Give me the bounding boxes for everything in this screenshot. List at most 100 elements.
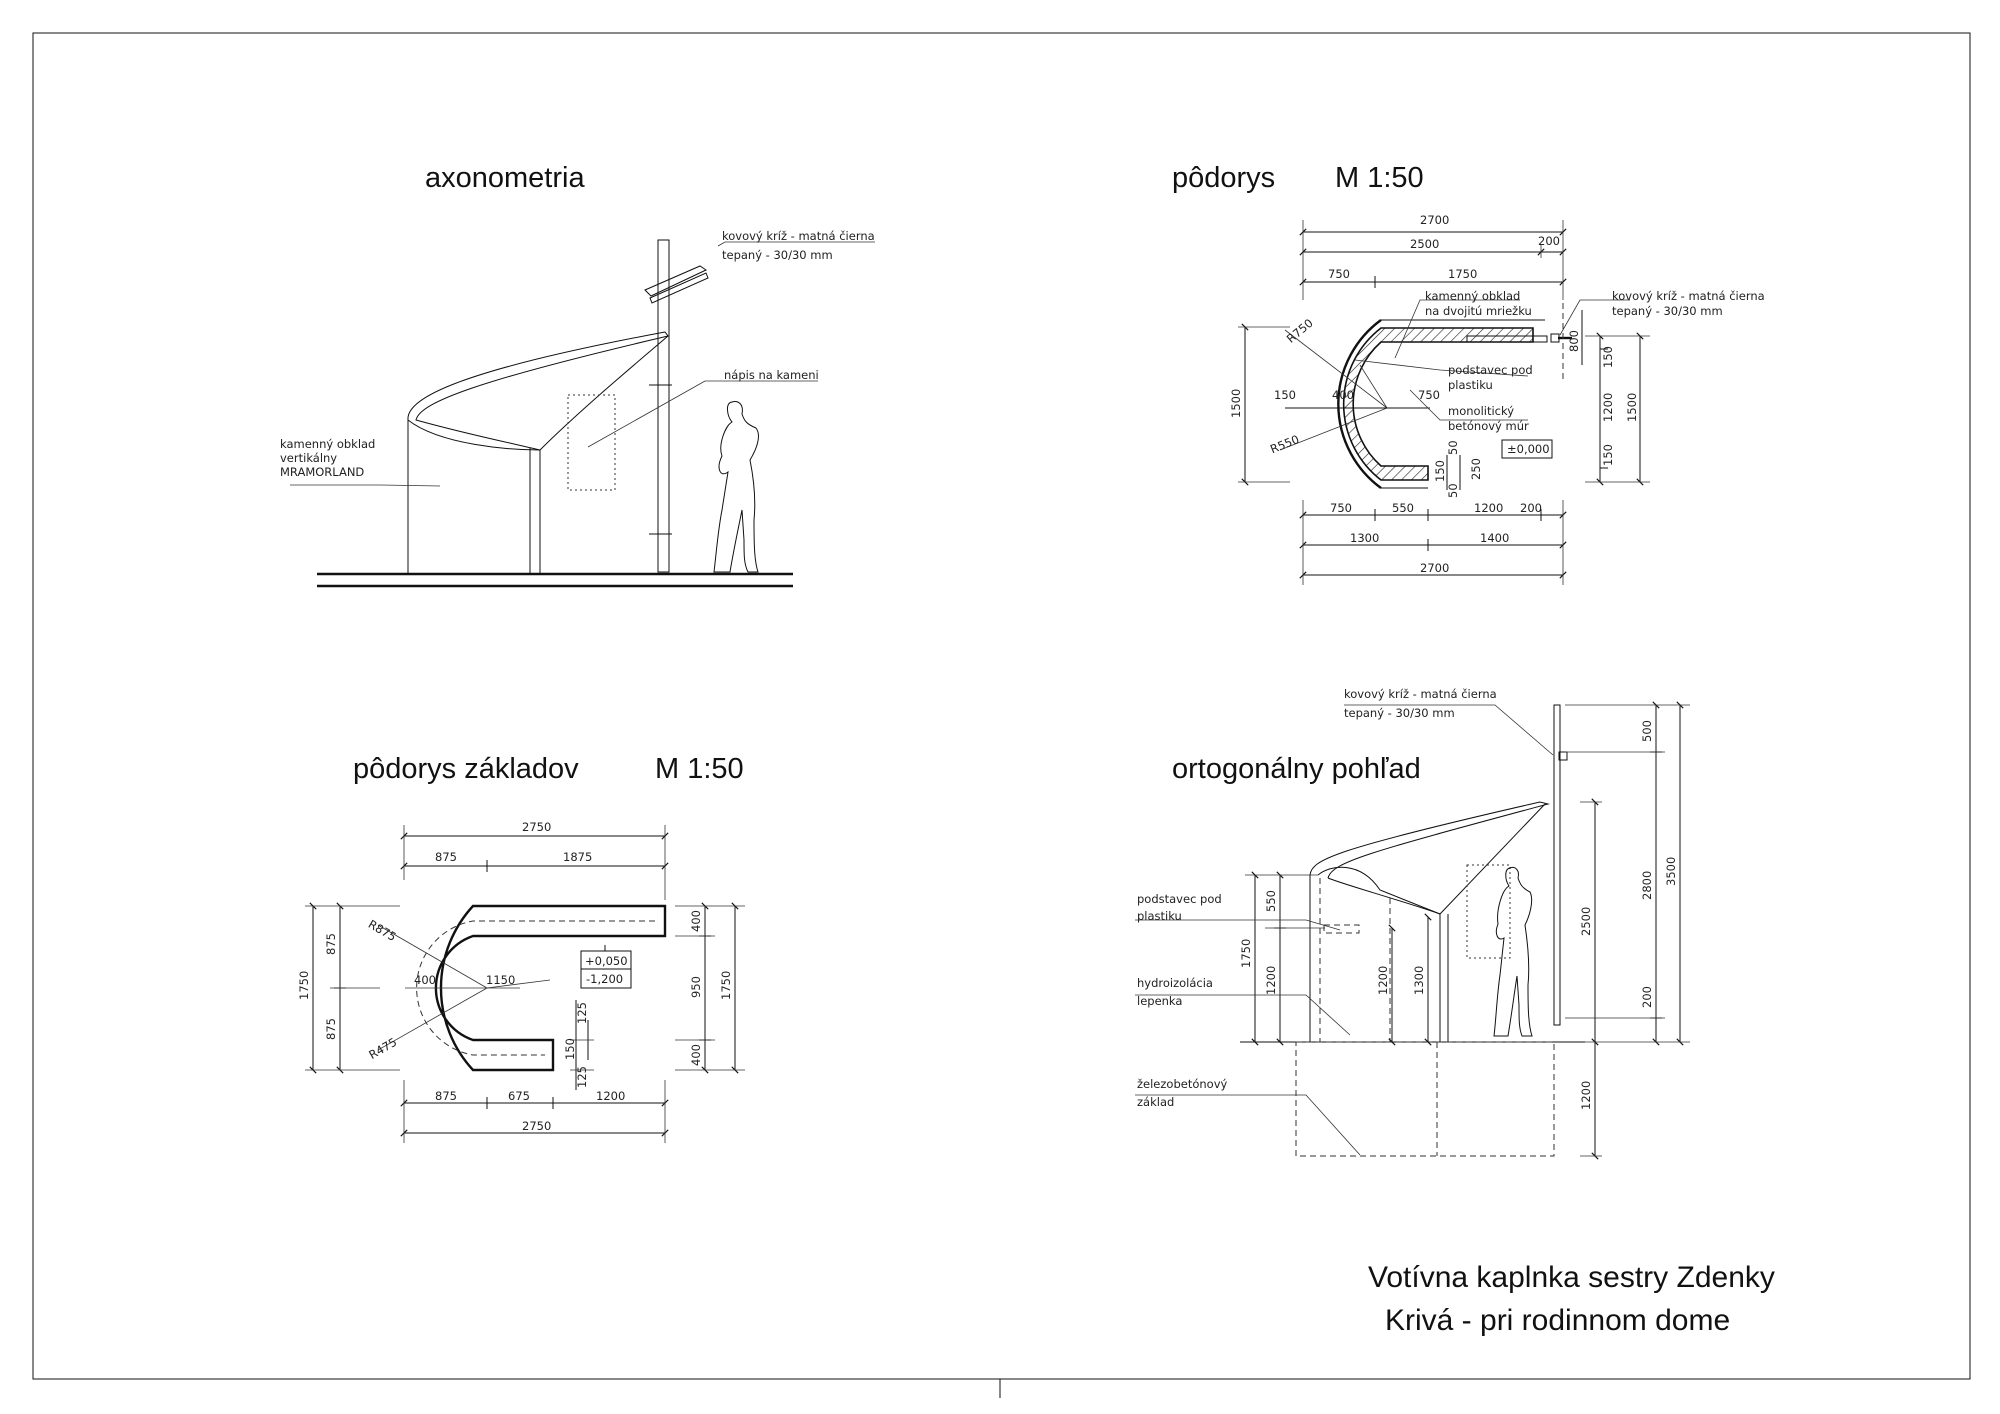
foundation-level-top: +0,050 bbox=[585, 954, 628, 968]
foundation-dim-s125a: 125 bbox=[575, 1002, 589, 1024]
ortho-note-pedestal-2: plastiku bbox=[1137, 909, 1182, 923]
foundation-dim-1150: 1150 bbox=[486, 973, 515, 987]
ortho-dim-r2500: 2500 bbox=[1579, 907, 1593, 936]
plan-dim-bot-200: 200 bbox=[1520, 501, 1542, 515]
ortho-dim-f500: 500 bbox=[1640, 720, 1654, 742]
ortho-dim-f2800: 2800 bbox=[1640, 871, 1654, 900]
ortho-dim-f3500: 3500 bbox=[1664, 857, 1678, 886]
plan-note-wall-2: betónový múr bbox=[1448, 419, 1529, 433]
heading-ortogonalny-pohlad: ortogonálny pohľad bbox=[1172, 753, 1421, 785]
axo-note-cladding-1: kamenný obklad bbox=[280, 437, 375, 451]
axo-cross-post bbox=[657, 239, 670, 573]
axo-note-cross-1: kovový kríž - matná čierna bbox=[722, 229, 875, 243]
plan-note-stone-2: na dvojitú mriežku bbox=[1425, 304, 1532, 318]
foundation-dim-bot-875: 875 bbox=[435, 1089, 457, 1103]
plan-dim-400: 400 bbox=[1332, 388, 1354, 402]
axo-note-cladding-2: vertikálny bbox=[280, 451, 337, 465]
foundation-dim-left-1750: 1750 bbox=[297, 971, 311, 1000]
foundation-dim-top-875: 875 bbox=[435, 850, 457, 864]
plan-dim-s250: 250 bbox=[1469, 458, 1483, 480]
plan-note-pedestal-2: plastiku bbox=[1448, 378, 1493, 392]
foundation-dim-bot-total: 2750 bbox=[522, 1119, 551, 1133]
title-line-1: Votívna kaplnka sestry Zdenky bbox=[1368, 1261, 1775, 1294]
foundation-dim-right-400b: 400 bbox=[689, 1044, 703, 1066]
ortho-note-found-1: železobetónový bbox=[1137, 1077, 1228, 1091]
plan-dim-right-150a: 150 bbox=[1601, 346, 1615, 368]
axonometry-drawing bbox=[290, 239, 875, 588]
plan-note-cross-1: kovový kríž - matná čierna bbox=[1612, 289, 1765, 303]
sheet-frame bbox=[32, 32, 1971, 1380]
plan-dim-s150: 150 bbox=[1433, 460, 1447, 482]
ortho-note-pedestal-1: podstavec pod bbox=[1137, 892, 1222, 906]
heading-podorys-zakladov-scale: M 1:50 bbox=[655, 753, 744, 785]
plan-dim-bot-550: 550 bbox=[1392, 501, 1414, 515]
title-line-2: Krivá - pri rodinnom dome bbox=[1385, 1304, 1730, 1337]
ortho-note-hydro-2: lepenka bbox=[1137, 994, 1182, 1008]
ortho-dim-m1200: 1200 bbox=[1376, 966, 1390, 995]
foundation-dim-top-total: 2750 bbox=[522, 820, 551, 834]
ortho-dim-r1200: 1200 bbox=[1579, 1081, 1593, 1110]
plan-note-wall-1: monolitický bbox=[1448, 404, 1514, 418]
plan-dim-bot-750: 750 bbox=[1330, 501, 1352, 515]
heading-podorys: pôdorys bbox=[1172, 162, 1275, 194]
axo-human-figure bbox=[713, 401, 759, 573]
plan-dim-r550: R550 bbox=[1268, 432, 1301, 456]
ortho-dim-m1300: 1300 bbox=[1412, 966, 1426, 995]
plan-dim-s50a: 50 bbox=[1446, 440, 1460, 455]
foundation-dim-bot-1200: 1200 bbox=[596, 1089, 625, 1103]
plan-note-stone-1: kamenný obklad bbox=[1425, 289, 1520, 303]
plan-drawing bbox=[1238, 220, 1650, 585]
foundation-dim-left-875a: 875 bbox=[324, 933, 338, 955]
plan-dim-left-1500: 1500 bbox=[1229, 389, 1243, 418]
plan-dim-right-1500: 1500 bbox=[1625, 393, 1639, 422]
plan-dim-bot-1200: 1200 bbox=[1474, 501, 1503, 515]
foundation-dim-right-950: 950 bbox=[689, 976, 703, 998]
plan-dim-150: 150 bbox=[1274, 388, 1296, 402]
foundation-level-bottom: -1,200 bbox=[586, 972, 623, 986]
foundation-dim-r475: R475 bbox=[366, 1035, 399, 1062]
foundation-dim-s125b: 125 bbox=[575, 1066, 589, 1088]
plan-level-label: ±0,000 bbox=[1507, 442, 1550, 456]
plan-dim-bot-1400: 1400 bbox=[1480, 531, 1509, 545]
plan-dim-800: 800 bbox=[1567, 330, 1581, 352]
plan-dim-bot-1300: 1300 bbox=[1350, 531, 1379, 545]
ortho-dim-l1750: 1750 bbox=[1239, 939, 1253, 968]
ortho-dim-l550: 550 bbox=[1264, 890, 1278, 912]
plan-dim-top-2500: 2500 bbox=[1410, 237, 1439, 251]
plan-dim-top-total: 2700 bbox=[1420, 213, 1449, 227]
heading-podorys-scale: M 1:50 bbox=[1335, 162, 1424, 194]
plan-dim-s50b: 50 bbox=[1446, 483, 1460, 498]
ortho-note-cross-2: tepaný - 30/30 mm bbox=[1344, 706, 1455, 720]
axo-note-cross-2: tepaný - 30/30 mm bbox=[722, 248, 833, 262]
plan-u-wall bbox=[1342, 327, 1534, 481]
foundation-dim-right-1750: 1750 bbox=[719, 971, 733, 1000]
foundation-dim-left-875b: 875 bbox=[324, 1018, 338, 1040]
plan-note-cross-2: tepaný - 30/30 mm bbox=[1612, 304, 1723, 318]
plan-dim-bot-total: 2700 bbox=[1420, 561, 1449, 575]
heading-axonometria: axonometria bbox=[425, 162, 585, 194]
ortho-note-cross-1: kovový kríž - matná čierna bbox=[1344, 687, 1497, 701]
plan-note-pedestal-1: podstavec pod bbox=[1448, 363, 1533, 377]
axo-note-cladding-3: MRAMORLAND bbox=[280, 465, 364, 479]
ortho-note-hydro-1: hydroizolácia bbox=[1137, 976, 1213, 990]
foundation-dim-400: 400 bbox=[414, 973, 436, 987]
ortho-dim-f200: 200 bbox=[1640, 986, 1654, 1008]
axo-cross-arm bbox=[644, 265, 708, 297]
plan-dim-top-750: 750 bbox=[1328, 267, 1350, 281]
ortho-dim-l1200: 1200 bbox=[1264, 966, 1278, 995]
foundation-dim-right-400a: 400 bbox=[689, 910, 703, 932]
ortho-drawing bbox=[1135, 701, 1690, 1160]
foundation-dim-s150: 150 bbox=[563, 1038, 577, 1060]
heading-podorys-zakladov: pôdorys základov bbox=[353, 753, 579, 785]
plan-dim-top-200: 200 bbox=[1538, 234, 1560, 248]
ortho-foundation bbox=[1295, 1041, 1555, 1157]
foundation-dim-bot-675: 675 bbox=[508, 1089, 530, 1103]
foundation-dim-r875: R875 bbox=[366, 917, 399, 944]
foundation-drawing bbox=[305, 825, 745, 1143]
ortho-note-found-2: základ bbox=[1137, 1095, 1174, 1109]
plan-dim-right-150b: 150 bbox=[1601, 444, 1615, 466]
plan-dim-right-1200: 1200 bbox=[1601, 393, 1615, 422]
foundation-u-shape bbox=[434, 904, 667, 1072]
ortho-cross-post bbox=[1553, 704, 1561, 1026]
